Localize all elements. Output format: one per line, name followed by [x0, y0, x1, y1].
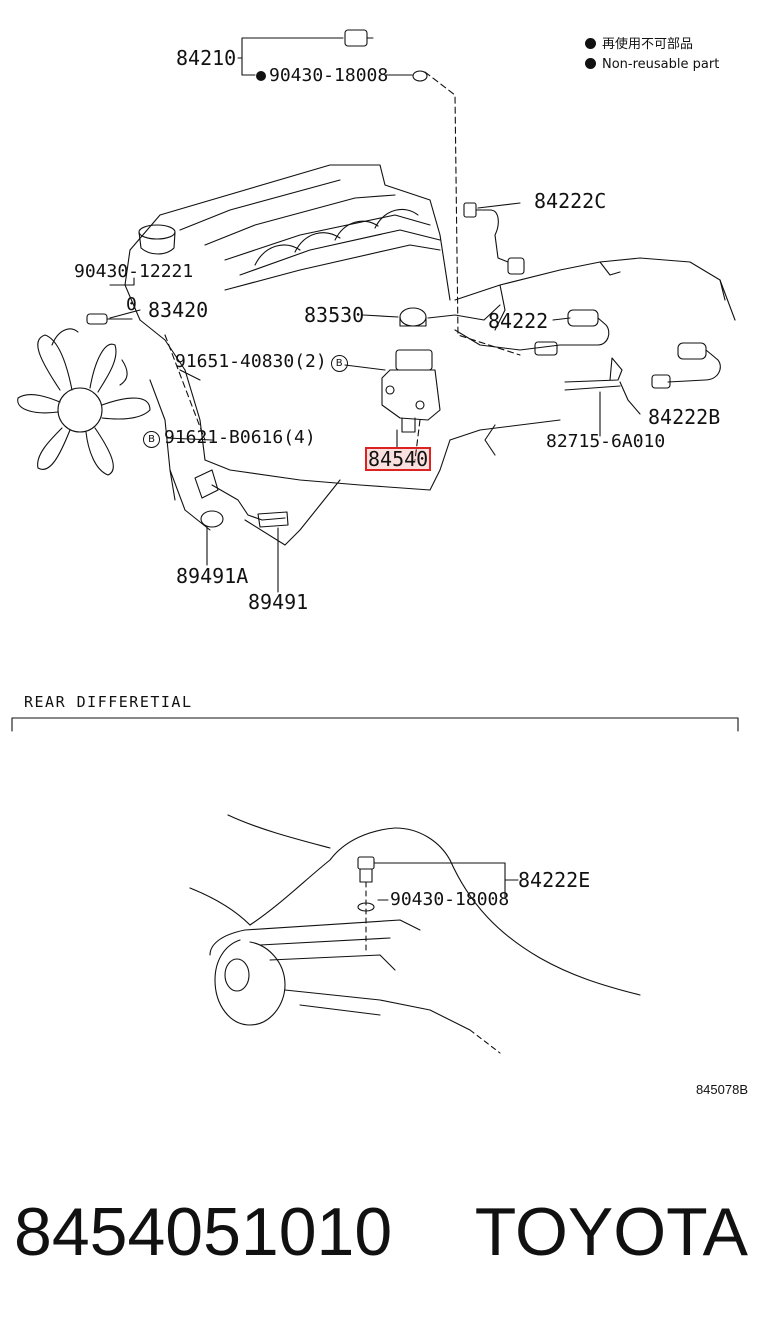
engine-block-illustration	[17, 164, 736, 546]
leader-lines	[109, 37, 641, 593]
label-84222b[interactable]: 84222B	[648, 405, 721, 429]
footer: 8454051010 TOYOTA	[14, 1192, 750, 1272]
bracket-82715	[564, 357, 623, 391]
legend-reuse-en: Non-reusable part	[585, 58, 719, 71]
rear-differential-illustration	[189, 814, 641, 1031]
lower-leader-lines	[373, 862, 519, 901]
sensor-84222b	[651, 342, 721, 389]
label-90430-18008-upper[interactable]: 90430-18008	[256, 67, 388, 85]
section-frame	[11, 717, 739, 732]
non-reusable-dot-icon	[585, 38, 596, 49]
legend-reuse-jp: 再使用不可部品	[585, 38, 693, 51]
label-83530[interactable]: 83530	[304, 303, 365, 327]
part-number: 8454051010	[14, 1194, 393, 1270]
switch-84540	[381, 349, 441, 433]
label-0: 0	[126, 294, 137, 315]
label-84222c[interactable]: 84222C	[534, 189, 607, 213]
label-89491a[interactable]: 89491A	[176, 564, 249, 588]
diagram-code: 845078B	[695, 1082, 748, 1097]
label-90430-18008-lower[interactable]: 90430-18008	[390, 889, 510, 910]
label-90430-12221[interactable]: 90430-12221	[74, 261, 194, 282]
section-title-rear-differential: REAR DIFFERETIAL	[24, 693, 193, 711]
label-91651-40830[interactable]: 91651-40830(2)B	[175, 353, 352, 372]
label-82715-6a010[interactable]: 82715-6A010	[546, 431, 666, 452]
non-reusable-dot-icon	[585, 58, 596, 69]
dashed-lines	[164, 71, 521, 461]
b-mark-icon: B	[143, 431, 160, 448]
label-84222e[interactable]: 84222E	[518, 868, 591, 892]
label-84540-highlighted[interactable]: 84540	[364, 447, 432, 471]
brand-name: TOYOTA	[474, 1194, 748, 1270]
label-84222[interactable]: 84222	[488, 309, 549, 333]
part-89491	[194, 469, 289, 528]
sensor-83420	[86, 313, 133, 325]
sensor-84222c	[463, 202, 525, 275]
switch-83530	[399, 307, 427, 327]
label-89491[interactable]: 89491	[248, 590, 309, 614]
label-84210[interactable]: 84210	[176, 46, 237, 70]
b-mark-icon: B	[330, 355, 348, 372]
non-reusable-dot-icon	[256, 71, 266, 81]
label-83420[interactable]: 83420	[148, 298, 209, 322]
